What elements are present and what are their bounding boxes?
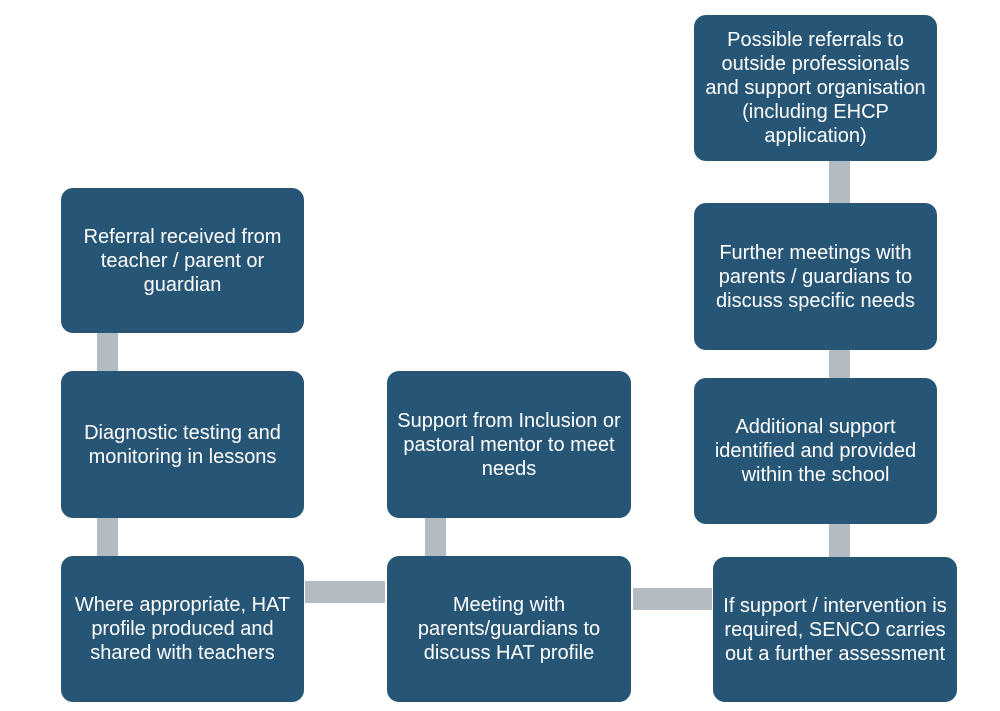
connector-further-meetings-to-outside-referrals bbox=[829, 161, 850, 203]
additional-support-box: Additional support identified and provid… bbox=[694, 378, 937, 524]
outside-referrals-box: Possible referrals to outside profession… bbox=[694, 15, 937, 161]
further-meetings-box: Further meetings with parents / guardian… bbox=[694, 203, 937, 350]
senco-assessment-box: If support / intervention is required, S… bbox=[713, 557, 957, 702]
connector-meeting-to-inclusion bbox=[425, 518, 446, 556]
inclusion-support-box: Support from Inclusion or pastoral mento… bbox=[387, 371, 631, 518]
referral-received-box: Referral received from teacher / parent … bbox=[61, 188, 304, 333]
connector-hat-profile-to-meeting bbox=[305, 581, 385, 603]
connector-meeting-to-senco bbox=[633, 588, 712, 610]
connector-diagnostic-to-hat-profile bbox=[97, 518, 118, 556]
connector-additional-to-further-meetings bbox=[829, 350, 850, 378]
connector-referral-to-diagnostic bbox=[97, 333, 118, 371]
diagnostic-testing-box: Diagnostic testing and monitoring in les… bbox=[61, 371, 304, 518]
connector-senco-to-additional-support bbox=[829, 524, 850, 557]
meeting-parents-box: Meeting with parents/guardians to discus… bbox=[387, 556, 631, 702]
hat-profile-box: Where appropriate, HAT profile produced … bbox=[61, 556, 304, 702]
